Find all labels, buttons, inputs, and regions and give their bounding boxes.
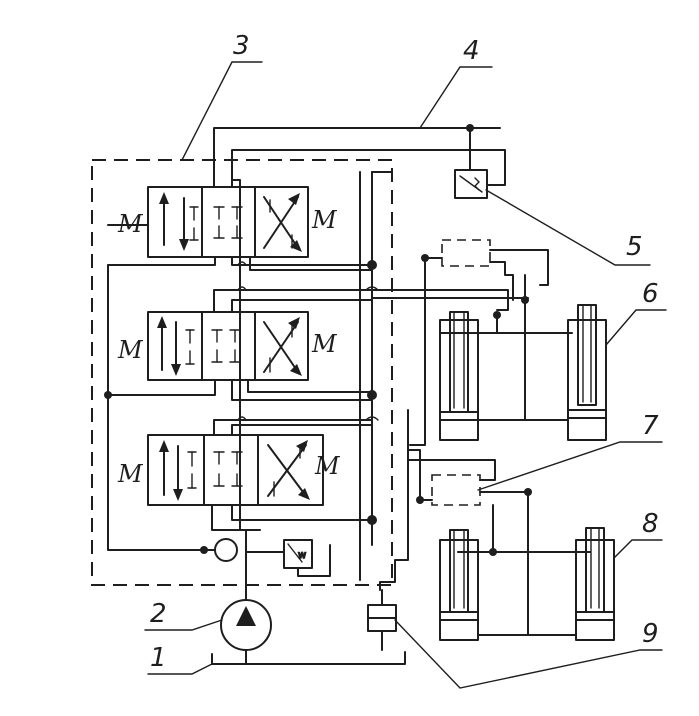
hydraulic-cylinder-6-right [477, 304, 607, 441]
label-4: 4 [463, 36, 480, 66]
label-8: 8 [642, 509, 659, 539]
spring-symbol-right: M [311, 206, 338, 234]
hydraulic-cylinder-8-left [439, 529, 479, 641]
lower-control-block [407, 419, 591, 636]
directional-valve-bottom: M M [117, 434, 341, 506]
spring-symbol-left: M [117, 336, 144, 364]
label-7: 7 [642, 411, 659, 441]
relief-valve: w [245, 539, 331, 577]
pump [220, 599, 272, 665]
spring-symbol-right: M [311, 330, 338, 358]
label-5: 5 [626, 232, 643, 262]
check-valve [200, 538, 238, 562]
label-6: 6 [642, 279, 659, 309]
tank [211, 651, 406, 665]
hydraulic-cylinder-6-left [439, 311, 479, 441]
svg-text:w: w [298, 550, 306, 561]
internal-lines [104, 124, 506, 601]
label-9: 9 [642, 619, 659, 649]
label-3: 3 [233, 31, 250, 61]
pressure-switch [454, 169, 488, 199]
directional-valve-middle: M M [117, 311, 338, 381]
directional-valve-top: M M [117, 186, 338, 258]
leader-lines [144, 61, 667, 689]
spring-symbol-right: M [314, 452, 341, 480]
label-1: 1 [150, 643, 167, 673]
hydraulic-cylinder-8-right [477, 527, 615, 641]
coupling-block [367, 409, 409, 651]
valve-block-boundary [91, 159, 393, 586]
spring-symbol-left: M [117, 460, 144, 488]
upper-control-block [371, 239, 573, 446]
label-2: 2 [150, 599, 167, 629]
